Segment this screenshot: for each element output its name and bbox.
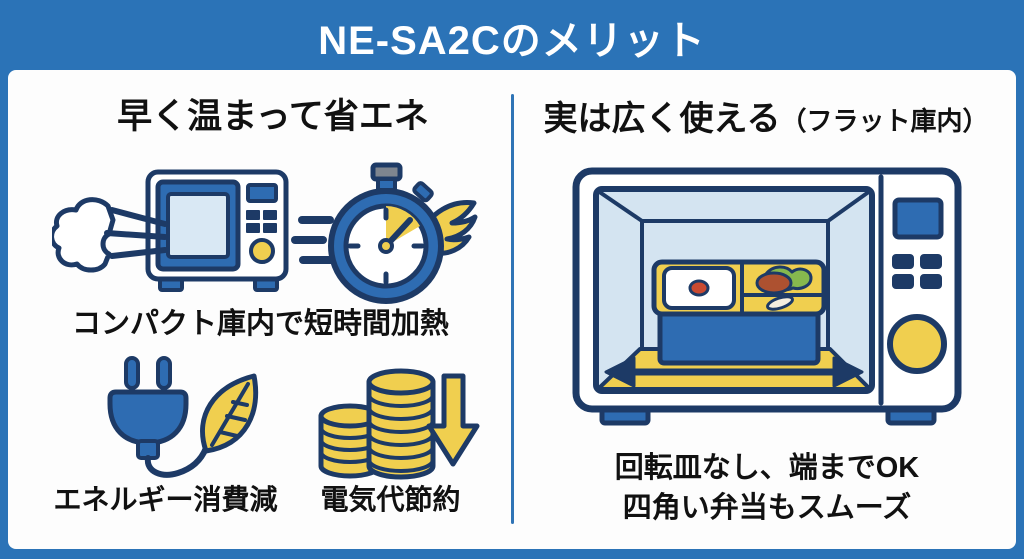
left-row2-label-cost: 電気代節約	[320, 484, 461, 515]
coin-stacks-down-arrow-icon	[318, 368, 480, 480]
right-caption-line2: 四角い弁当もスムーズ	[622, 492, 912, 524]
right-heading-sub: （フラット庫内）	[780, 106, 989, 136]
left-section-heading: 早く温まって省エネ	[117, 97, 429, 136]
right-section-heading: 実は広く使える（フラット庫内）	[518, 91, 1014, 140]
right-heading-main: 実は広く使える	[543, 100, 781, 138]
left-row1-caption: コンパクト庫内で短時間加熱	[71, 308, 449, 340]
plug-and-leaf-icon	[107, 356, 259, 478]
content-panel: 早く温まって省エネ	[8, 70, 1016, 549]
winged-stopwatch-icon	[291, 162, 478, 304]
page-title: NE-SA2Cのメリット	[318, 19, 706, 63]
steaming-microwave-icon	[52, 169, 289, 292]
flat-cavity-microwave-with-bento-icon	[572, 167, 962, 426]
left-row2-label-energy: エネルギー消費減	[53, 484, 278, 515]
column-divider	[511, 94, 514, 524]
right-caption-line1: 回転皿なし、端までOK	[614, 452, 920, 484]
